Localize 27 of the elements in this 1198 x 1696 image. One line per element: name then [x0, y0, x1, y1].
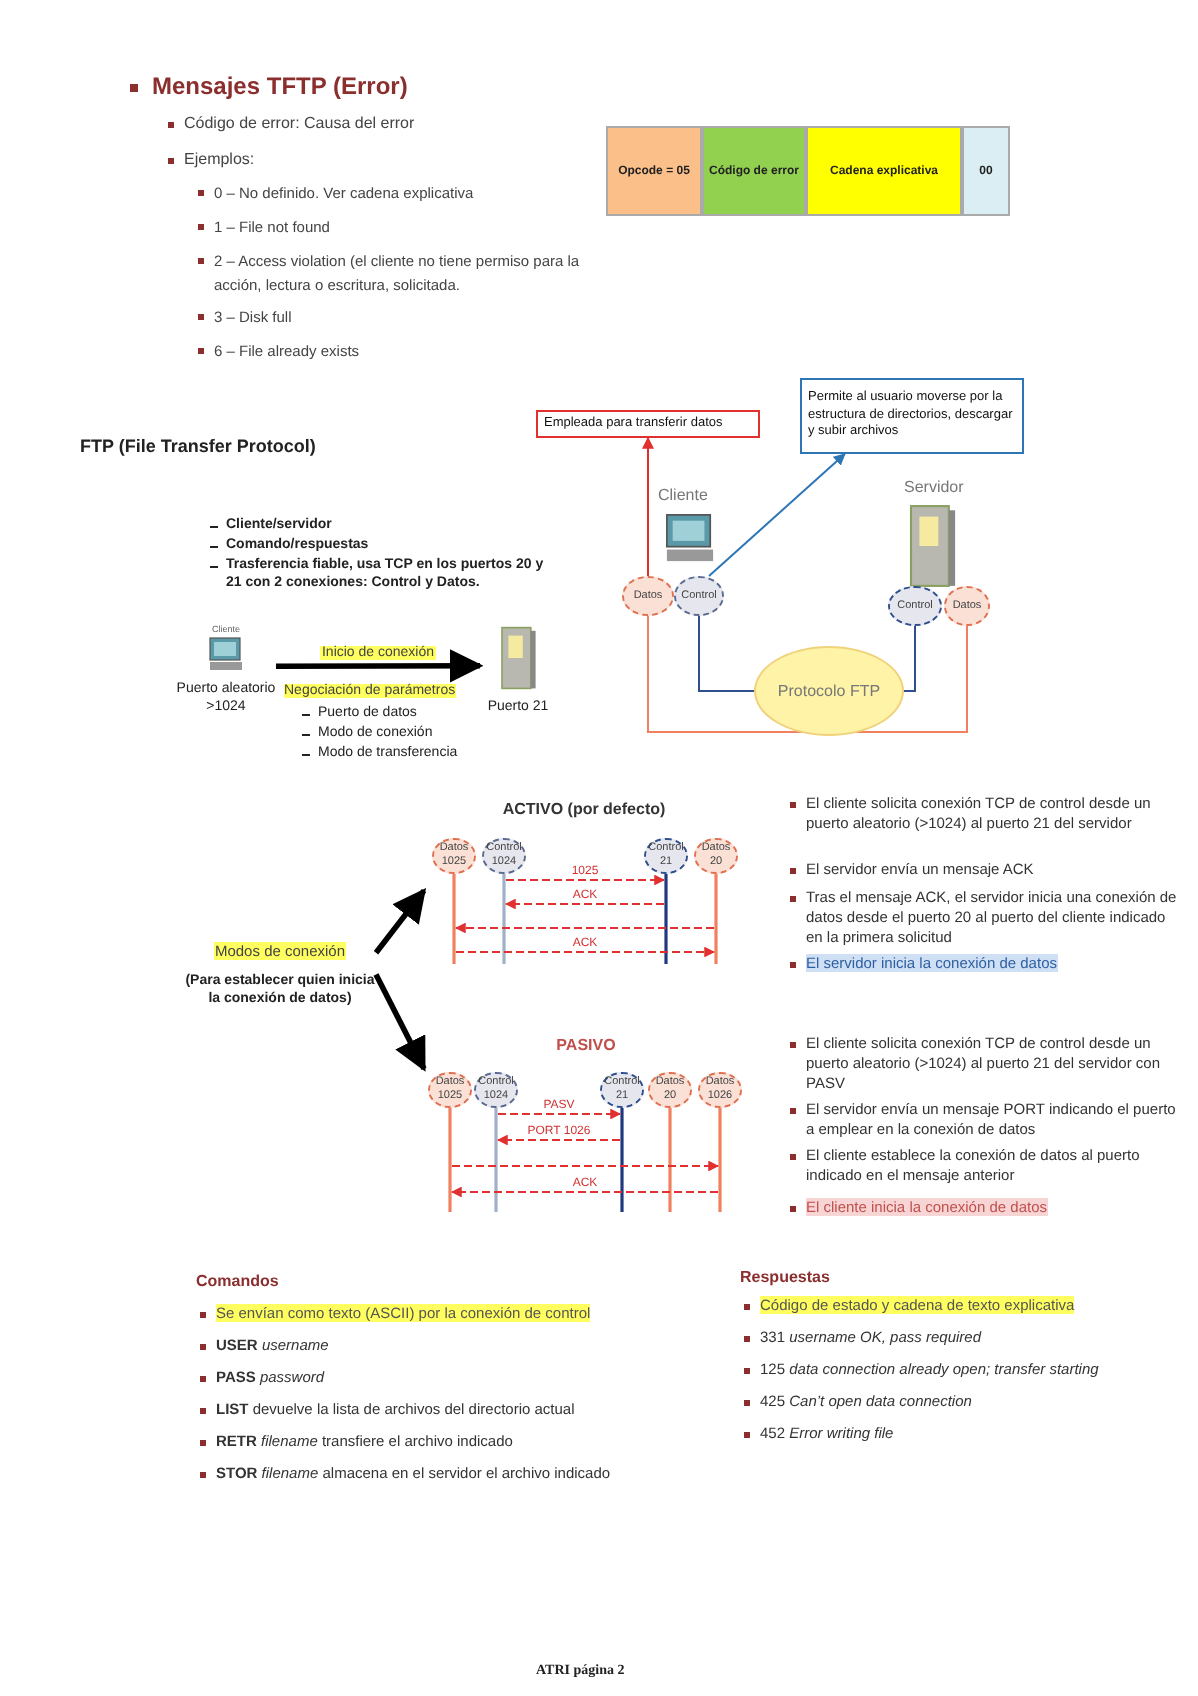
arrow: [373, 973, 427, 1072]
arrow: [451, 1160, 720, 1172]
section-heading: Mensajes TFTP (Error): [124, 72, 624, 104]
arrow: [497, 1108, 622, 1120]
arrow: [276, 649, 484, 683]
arrow: [455, 946, 716, 958]
bullet-item: Código de error: Causa del error: [164, 114, 604, 135]
arrow: [504, 898, 665, 910]
section-heading: Respuestas: [740, 1268, 832, 1289]
icon-caption: Cliente: [658, 486, 710, 507]
section-heading: Comandos: [196, 1272, 281, 1293]
arrow: [708, 453, 846, 577]
arrow: [450, 1186, 719, 1198]
protocol-ellipse: Protocolo FTP: [754, 646, 904, 736]
arrow: [505, 874, 666, 886]
connector-line: [647, 615, 968, 733]
icon-caption: Servidor: [904, 478, 966, 499]
section-heading: FTP (File Transfer Protocol): [80, 436, 318, 460]
diagram-heading: PASIVO: [554, 1036, 618, 1054]
arrow: [454, 922, 715, 934]
arrow: [642, 436, 654, 577]
arrow: [496, 1134, 621, 1146]
connector-line: [903, 625, 916, 692]
diagram-heading: ACTIVO (por defecto): [500, 800, 668, 818]
connector-line: [698, 615, 755, 692]
bullet-item: Ejemplos:: [164, 150, 564, 171]
arrow: [373, 887, 427, 955]
